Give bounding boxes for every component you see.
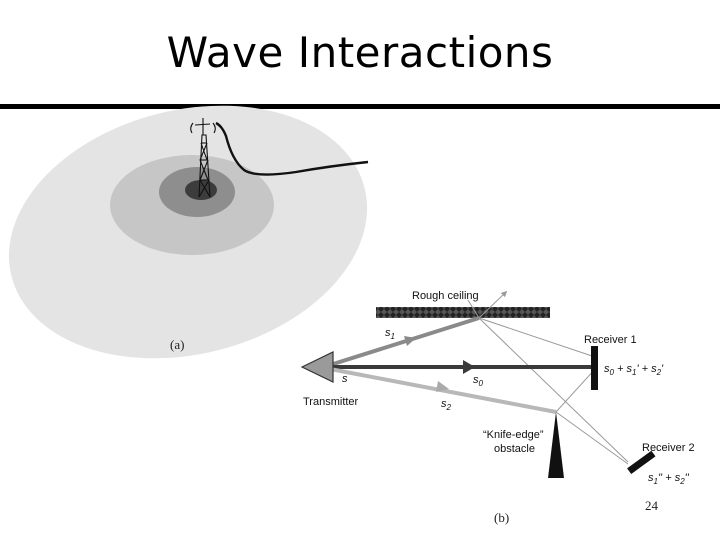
signal-strength-curve bbox=[215, 121, 369, 176]
knife-edge-label-line1: “Knife-edge” bbox=[483, 429, 544, 441]
receiver-1-label: Receiver 1 bbox=[584, 334, 637, 346]
rough-ceiling-label: Rough ceiling bbox=[412, 290, 479, 302]
receiver-2-label: Receiver 2 bbox=[642, 442, 695, 454]
page-number: 24 bbox=[645, 498, 659, 513]
path-s1-label: s1 bbox=[385, 327, 395, 341]
path-s2 bbox=[329, 367, 557, 414]
path-s2-label: s2 bbox=[441, 398, 452, 412]
transmitter-label: Transmitter bbox=[303, 396, 359, 408]
slide-title: Wave Interactions bbox=[166, 28, 554, 77]
knife-edge-label-line2: obstacle bbox=[494, 443, 535, 455]
multipath-diagram: Rough ceiling Transmitter s Receiver 1 s… bbox=[300, 290, 695, 525]
receiver-2-icon bbox=[627, 450, 656, 475]
rough-ceiling bbox=[376, 307, 550, 318]
radio-tower-icon bbox=[190, 118, 216, 198]
figure-b-caption: (b) bbox=[494, 510, 509, 525]
transmitter-icon bbox=[300, 351, 334, 383]
source-label: s bbox=[342, 373, 348, 385]
coverage-map: (a) bbox=[8, 105, 369, 359]
receiver-1-icon bbox=[591, 346, 598, 390]
receiver-1-sum: s0 + s1' + s2' bbox=[604, 363, 664, 377]
title-divider bbox=[0, 104, 720, 109]
knife-edge-obstacle-icon bbox=[548, 412, 564, 478]
path-s0-label: s0 bbox=[473, 374, 484, 388]
path-s2-arrow bbox=[436, 381, 449, 392]
path-s0-arrow bbox=[463, 360, 475, 374]
path-s1-arrow bbox=[404, 336, 416, 346]
path-s1 bbox=[329, 316, 480, 367]
receiver-2-sum: s1'' + s2'' bbox=[648, 472, 690, 486]
figure-a-caption: (a) bbox=[170, 337, 184, 352]
scatter-lines bbox=[467, 290, 629, 465]
coverage-ring-core bbox=[185, 180, 217, 200]
